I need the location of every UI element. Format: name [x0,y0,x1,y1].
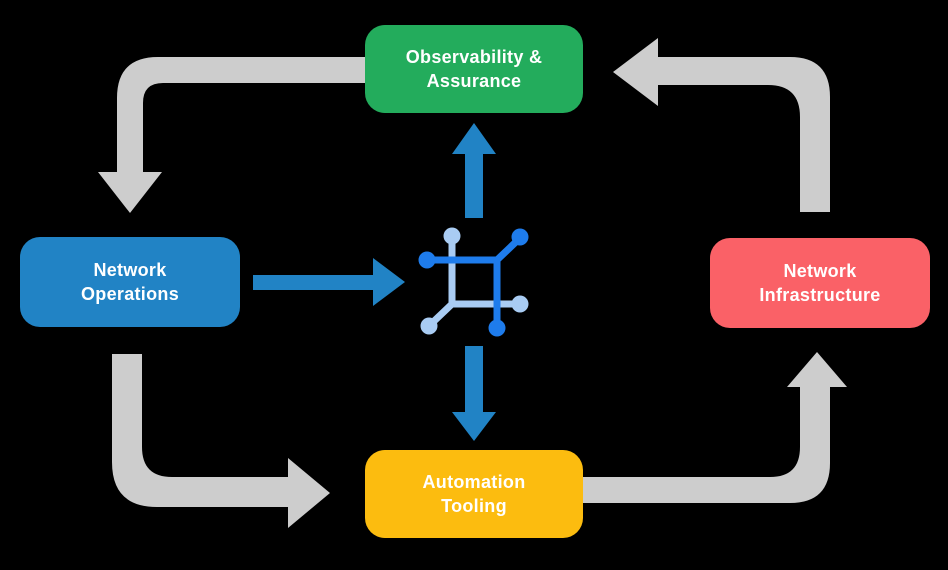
node-operations-label-line2: Operations [80,284,180,304]
node-automation-tooling: Automation Tooling [365,450,583,538]
node-infrastructure-label-line1: Network [783,261,857,281]
node-observability-label-line1: Observability & [405,47,543,67]
arrow-operations-to-automation [112,354,330,528]
arrow-automation-to-infrastructure [580,352,847,503]
node-network-infrastructure: Network Infrastructure [710,238,930,328]
arrow-center-to-observability [452,123,496,218]
network-platform-icon-dark-strokes [418,228,529,337]
node-network-operations: Network Operations [20,237,240,327]
node-observability-label-line2: Assurance [426,71,522,91]
arrow-observability-to-operations [98,57,368,213]
node-operations-label-line1: Network [93,260,167,280]
node-infrastructure-label-line2: Infrastructure [759,285,881,305]
arrow-center-to-automation [452,346,496,441]
node-observability-assurance: Observability & Assurance [365,25,583,113]
node-automation-label-line2: Tooling [441,496,507,516]
network-platform-icon-light-strokes [420,227,529,335]
network-platform-icon [418,227,529,337]
arrow-operations-to-center [253,258,405,306]
arrow-infrastructure-to-observability [613,38,830,212]
node-automation-label-line1: Automation [422,472,526,492]
